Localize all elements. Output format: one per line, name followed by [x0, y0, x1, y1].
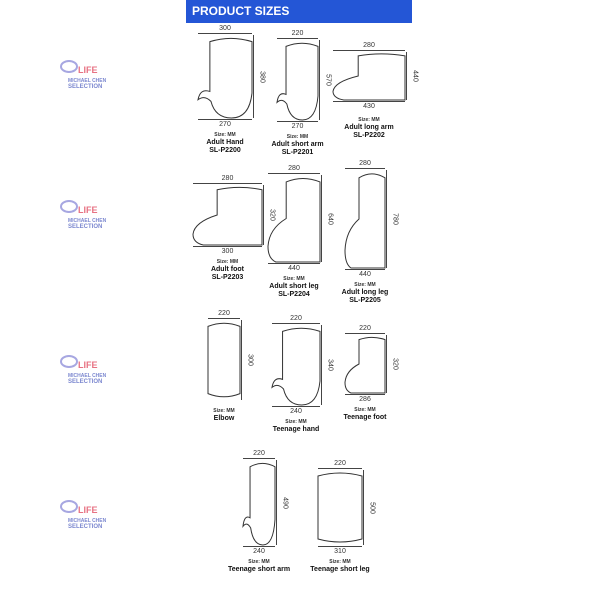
tube-outline-icon [208, 320, 240, 400]
unit-label: Size: MM [214, 132, 236, 138]
product-caption: Size: MM Elbow [213, 408, 234, 423]
height-dimension: 440 [406, 52, 419, 100]
product-caption: Size: MM Adult long arm SL-P2202 [344, 117, 393, 140]
product-caption: Size: MM Teenage short leg [310, 559, 369, 574]
product-caption: Size: MM Adult foot SL-P2203 [211, 259, 244, 282]
width-dimension: 280 [333, 41, 405, 51]
product-caption: Size: MM Adult Hand SL-P2200 [206, 132, 243, 155]
base-dimension: 440 [345, 269, 385, 279]
boot-outline-icon [333, 52, 405, 100]
product-diagram-teenage-short-leg: 220 500 310 [318, 460, 375, 555]
base-dimension: 240 [272, 406, 320, 416]
product-diagram-adult-short-arm: 220 570 270 [277, 30, 331, 130]
width-dimension: 220 [243, 449, 275, 459]
product-code: SL-P2202 [353, 132, 385, 139]
unit-label: Size: MM [358, 117, 380, 123]
product-diagram-adult-hand: 300 380 270 [198, 25, 265, 128]
width-dimension: 220 [208, 309, 240, 319]
base-dimension: 440 [268, 263, 320, 273]
height-dimension: 380 [253, 35, 266, 118]
boot-outline-icon [345, 170, 385, 268]
product-name: Elbow [213, 415, 235, 422]
height-dimension: 320 [263, 185, 276, 245]
width-dimension: 220 [277, 29, 318, 39]
product-diagram-teenage-short-arm: 220 490 240 [243, 450, 288, 555]
unit-label: Size: MM [216, 259, 239, 265]
unit-label: Size: MM [286, 134, 309, 140]
unit-label: Size: MM [354, 407, 376, 413]
unit-label: Size: MM [283, 276, 305, 282]
product-caption: Size: MM Teenage hand [273, 419, 320, 434]
height-dimension: 490 [276, 460, 289, 545]
product-code: SL-P2204 [278, 291, 310, 298]
height-dimension: 780 [386, 170, 399, 268]
unit-label: Size: MM [354, 282, 376, 288]
product-caption: Size: MM Adult short arm SL-P2201 [271, 134, 323, 157]
unit-label: Size: MM [329, 559, 351, 565]
product-diagram-adult-long-leg: 280 780 440 [345, 160, 398, 278]
product-code: SL-P2200 [209, 147, 241, 154]
boot-outline-icon [345, 335, 385, 393]
base-dimension: 430 [333, 101, 405, 111]
width-dimension: 280 [345, 159, 385, 169]
base-dimension: 240 [243, 546, 275, 556]
hand-outline-icon [243, 460, 275, 545]
boot-outline-icon [193, 185, 262, 245]
product-diagram-teenage-foot: 220 320 286 [345, 325, 398, 403]
product-code: SL-P2201 [281, 149, 314, 156]
product-caption: Size: MM Teenage short arm [228, 559, 290, 574]
base-dimension: 286 [345, 394, 385, 404]
product-name: Adult short arm [271, 141, 324, 148]
height-dimension: 570 [319, 40, 332, 120]
tube-outline-icon [318, 470, 362, 545]
width-dimension: 280 [193, 174, 262, 184]
base-dimension: 300 [193, 246, 262, 256]
section-header: PRODUCT SIZES [186, 0, 412, 23]
height-dimension: 640 [321, 175, 334, 262]
unit-label: Size: MM [285, 419, 307, 425]
product-diagram-teenage-hand: 220 340 240 [272, 315, 333, 415]
product-diagram-adult-long-arm: 280 440 430 [333, 42, 418, 110]
product-name: Teenage foot [343, 414, 387, 421]
product-name: Adult long arm [344, 124, 394, 131]
product-code: SL-P2203 [211, 274, 244, 281]
product-name: Teenage short arm [227, 566, 291, 573]
product-diagram-adult-short-leg: 280 640 440 [268, 165, 333, 272]
base-dimension: 270 [277, 121, 318, 131]
width-dimension: 300 [198, 24, 252, 34]
product-name: Adult short leg [269, 283, 319, 290]
product-name: Adult foot [210, 266, 245, 273]
hand-outline-icon [277, 40, 318, 120]
width-dimension: 220 [318, 459, 362, 469]
height-dimension: 320 [386, 335, 399, 393]
unit-label: Size: MM [213, 408, 235, 414]
hand-outline-icon [198, 35, 252, 118]
boot-outline-icon [268, 175, 320, 262]
width-dimension: 280 [268, 164, 320, 174]
height-dimension: 500 [363, 470, 376, 545]
product-caption: Size: MM Adult long leg SL-P2205 [342, 282, 389, 305]
product-caption: Size: MM Adult short leg SL-P2204 [269, 276, 318, 299]
base-dimension: 270 [198, 119, 252, 129]
product-name: Adult Hand [206, 139, 244, 146]
product-code: SL-P2205 [349, 297, 381, 304]
base-dimension: 310 [318, 546, 362, 556]
hand-outline-icon [272, 325, 320, 405]
height-dimension: 300 [241, 320, 254, 400]
width-dimension: 220 [272, 314, 320, 324]
unit-label: Size: MM [248, 559, 270, 565]
product-name: Adult long leg [341, 289, 389, 296]
product-diagram-adult-foot: 280 320 300 [193, 175, 275, 255]
product-caption: Size: MM Teenage foot [343, 407, 386, 422]
height-dimension: 340 [321, 325, 334, 405]
product-name: Teenage short leg [310, 566, 370, 573]
product-diagram-elbow: 220 300 [208, 310, 253, 400]
product-name: Teenage hand [272, 426, 320, 433]
width-dimension: 220 [345, 324, 385, 334]
